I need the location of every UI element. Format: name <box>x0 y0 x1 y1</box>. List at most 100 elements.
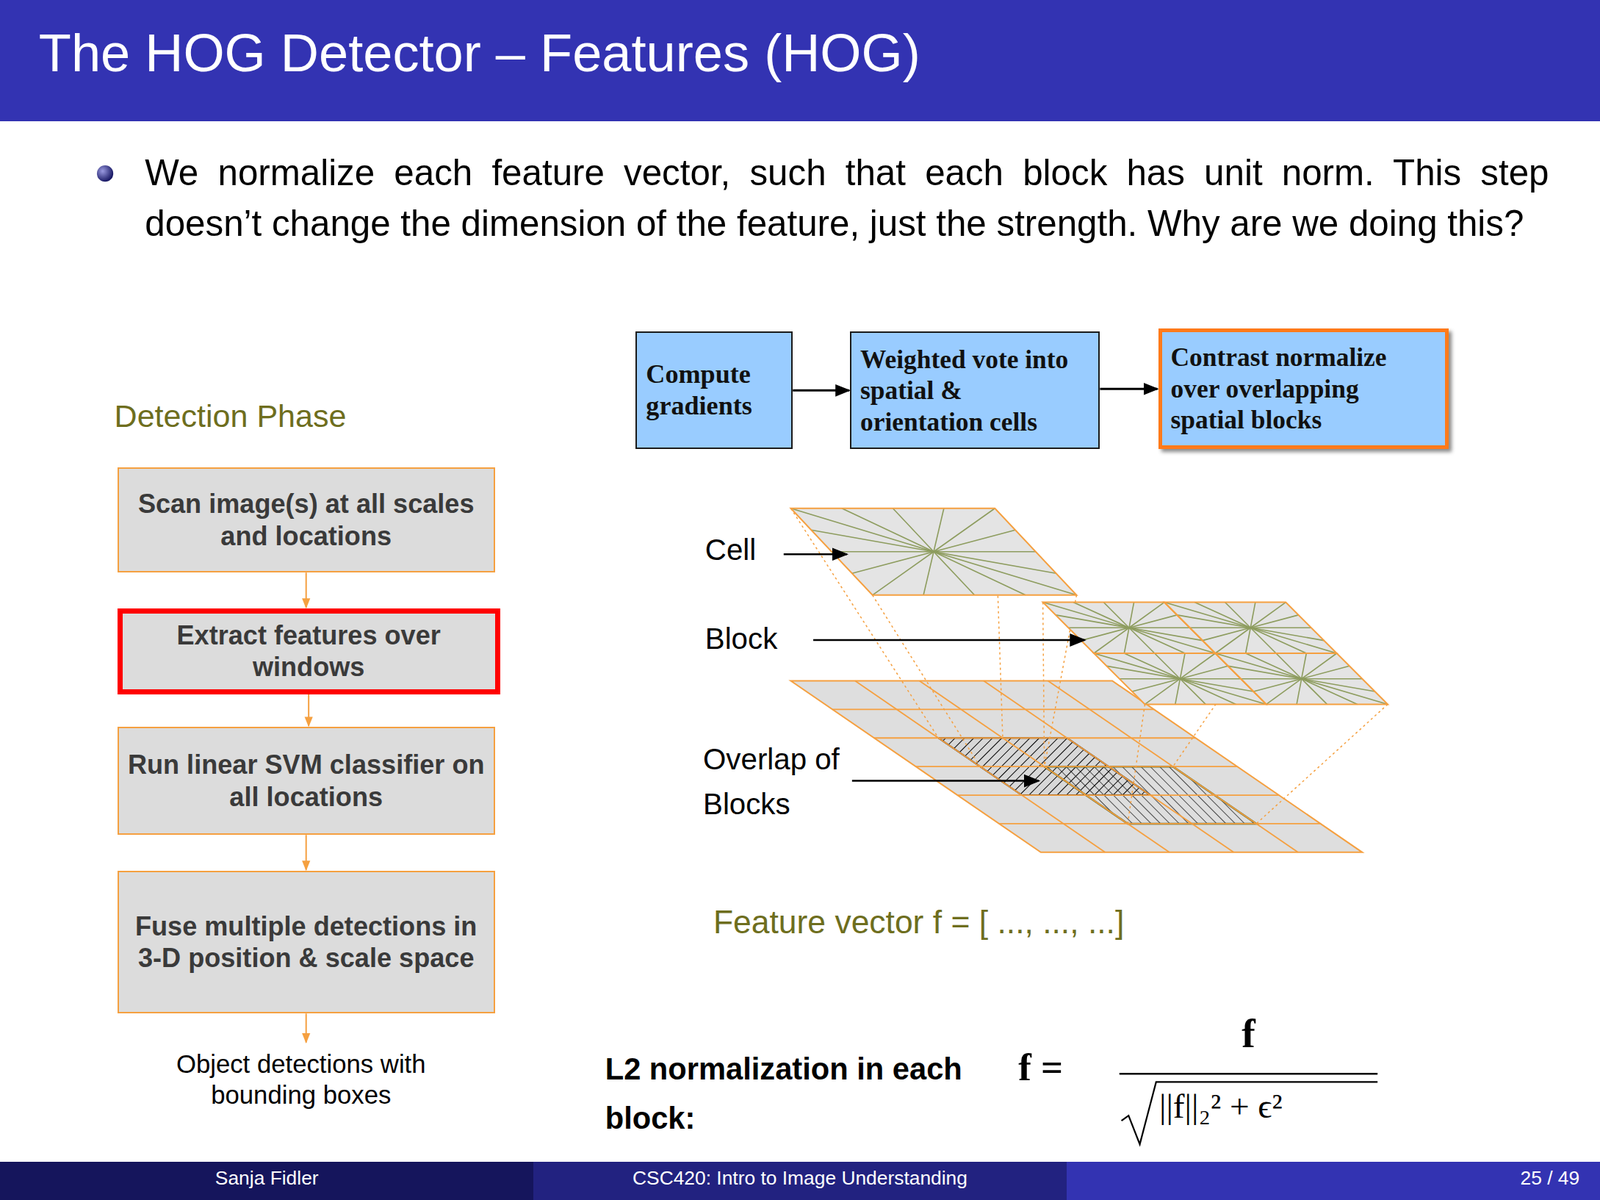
pipeline-box: Compute gradients <box>635 331 793 449</box>
callout-arrow <box>813 639 1085 642</box>
gradient-ray <box>1129 627 1185 654</box>
fraction-bar <box>1119 1072 1378 1075</box>
gradient-ray <box>1093 627 1130 654</box>
note-text: L2 normalization in each block: <box>605 1044 983 1143</box>
gradient-ray <box>933 550 1036 553</box>
grid-line <box>999 822 1321 825</box>
projection-line <box>1256 703 1388 824</box>
projection-line <box>1127 703 1145 824</box>
gradient-ray <box>1129 614 1177 628</box>
gradient-ray <box>1129 602 1135 629</box>
projection-line <box>1043 602 1045 767</box>
gradient-ray <box>1068 626 1130 629</box>
highlighted-process-box: Extract features over windows <box>117 608 501 695</box>
gradient-ray <box>1250 602 1286 629</box>
part-label: Overlap of Blocks <box>703 737 856 827</box>
part-label: Block <box>705 622 808 657</box>
footer-page: 25 / 49 <box>1224 1166 1580 1189</box>
block-plane <box>1043 602 1388 705</box>
grid-line <box>832 708 1155 710</box>
gradient-ray <box>811 529 934 552</box>
block-figure <box>1043 602 1388 705</box>
gradient-ray <box>1129 627 1155 654</box>
box-text: Scan image(s) at all scales and location… <box>126 487 487 552</box>
block-cell-outline <box>1215 653 1388 704</box>
process-box: Scan image(s) at all scales and location… <box>117 467 496 573</box>
box-text: Contrast normalize over overlapping spat… <box>1170 341 1437 436</box>
footer-author: Sanja Fidler <box>0 1166 534 1189</box>
part-label: Cell <box>705 533 782 568</box>
gradient-ray <box>1250 602 1256 629</box>
gradient-ray <box>1245 627 1252 654</box>
gradient-ray <box>933 529 1016 552</box>
flow-arrow <box>1099 387 1158 391</box>
image-grid <box>790 680 1362 852</box>
gradient-ray <box>1132 678 1180 692</box>
box-text: Extract features over windows <box>130 619 488 684</box>
feature-vector-label: Feature vector f = [ ..., ..., ...] <box>713 902 1367 941</box>
gradient-ray <box>1081 627 1130 640</box>
gradient-ray <box>1301 678 1363 680</box>
gradient-ray <box>1245 653 1302 679</box>
gradient-ray <box>1179 678 1206 705</box>
gradient-ray <box>933 551 975 596</box>
box-text: Fuse multiple detections in 3-D position… <box>126 910 487 975</box>
gradient-ray <box>1266 678 1302 705</box>
gradient-ray <box>933 508 995 552</box>
bullet-ball <box>96 165 114 182</box>
gradient-ray <box>1123 653 1180 679</box>
grid-line <box>957 794 1279 796</box>
highlighted-pipeline-box: Contrast normalize over overlapping spat… <box>1158 328 1450 449</box>
gradient-ray <box>831 550 934 553</box>
flow-arrow <box>305 834 308 870</box>
gradient-ray <box>1144 678 1180 705</box>
gradient-ray <box>1240 678 1302 680</box>
gradient-ray <box>1073 602 1130 629</box>
gradient-ray <box>1129 626 1191 629</box>
grid-plane <box>790 680 1362 852</box>
block-cell-outline <box>1164 602 1338 654</box>
callout-arrow <box>852 779 1039 782</box>
gradient-ray <box>1250 627 1277 654</box>
box-text: Weighted vote into spatial & orientation… <box>860 343 1090 438</box>
gradient-ray <box>1179 678 1236 705</box>
gradient-ray <box>1179 653 1185 679</box>
gradient-ray <box>1250 614 1299 628</box>
flow-arrow <box>792 389 850 392</box>
flow-arrow <box>305 572 308 608</box>
cell-outline <box>790 508 1077 596</box>
grid-line <box>916 765 1238 767</box>
gradient-ray <box>933 551 1077 596</box>
pipeline-box: Weighted vote into spatial & orientation… <box>849 331 1100 449</box>
box-text: Run linear SVM classifier on all locatio… <box>126 748 487 813</box>
gradient-ray <box>1301 653 1338 679</box>
gradient-ray <box>852 551 934 574</box>
gradient-ray <box>1301 678 1328 705</box>
formula-numerator: f <box>1119 1010 1378 1058</box>
gradient-ray <box>1250 626 1312 629</box>
formula-denominator: ||f||₂² + ϵ² <box>1159 1085 1385 1126</box>
gradient-ray <box>1301 653 1307 679</box>
gradient-ray <box>1190 626 1252 629</box>
grid-line <box>874 736 1196 739</box>
formula-lhs: f = <box>1018 1044 1116 1090</box>
box-text: Compute gradients <box>645 358 783 423</box>
gradient-ray <box>933 551 1026 596</box>
gradient-ray <box>841 508 934 552</box>
flow-arrow <box>307 694 310 726</box>
callout-arrow <box>783 553 848 556</box>
slide-title: The HOG Detector – Features (HOG) <box>38 22 921 84</box>
gradient-ray <box>1250 627 1307 654</box>
projection-line <box>872 595 981 767</box>
bullet-text: We normalize each feature vector, such t… <box>144 146 1549 249</box>
gradient-ray <box>1175 678 1181 705</box>
gradient-ray <box>790 508 933 552</box>
output-text-node: Object detections with bounding boxes <box>122 1043 480 1117</box>
gradient-ray <box>1119 678 1181 680</box>
flow-arrow <box>305 1013 308 1042</box>
box-text: Object detections with bounding boxes <box>130 1049 473 1111</box>
gradient-ray <box>1202 627 1251 640</box>
gradient-ray <box>872 551 934 596</box>
cell-figure <box>790 508 1077 596</box>
